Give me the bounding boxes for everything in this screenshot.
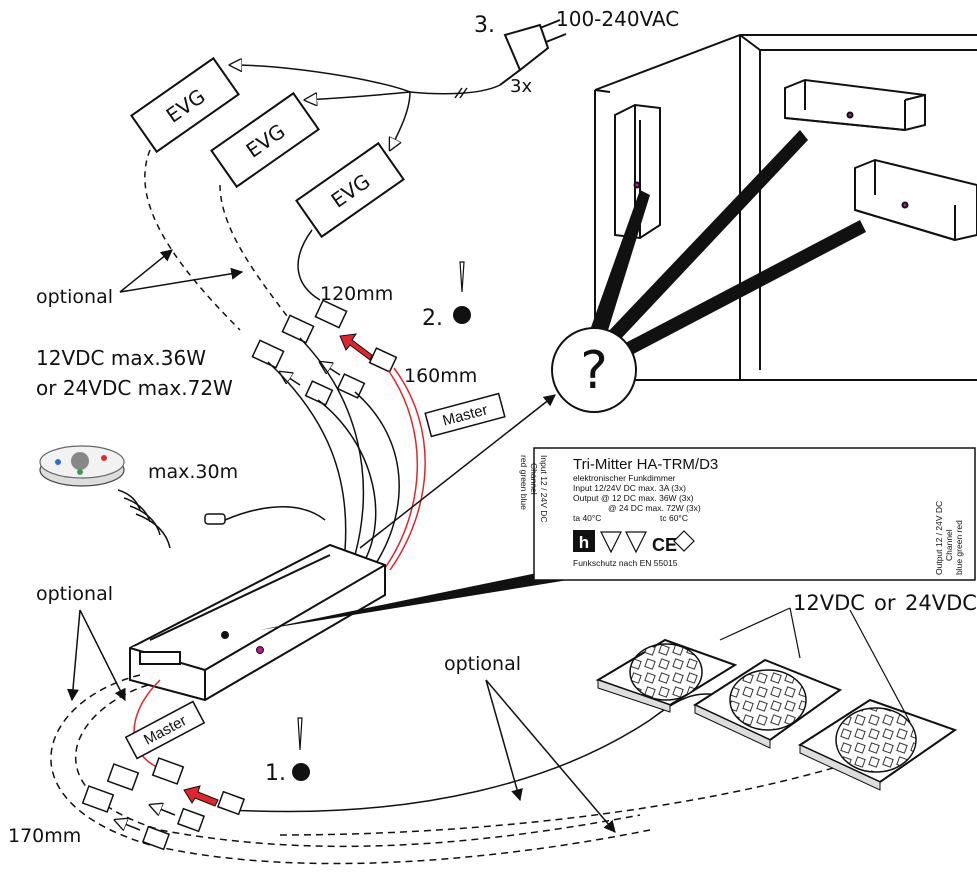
mm-mark-icon-1 (600, 531, 622, 554)
cabinet-illustration (594, 34, 977, 381)
range-label: max.30m (148, 461, 238, 483)
brand-logo-icon (573, 530, 595, 552)
psu-spec-24v: or 24VDC max.72W (36, 376, 233, 400)
mm-mark-icon-2 (625, 531, 647, 554)
ce-mark: CE (652, 535, 677, 555)
evg-box-2: EVG (210, 91, 320, 189)
plate-output-2: @ 24 DC max. 72W (3x) (608, 503, 701, 513)
attention-icon-top (453, 261, 471, 324)
question-bubble (551, 327, 637, 413)
red-arrow-bottom (183, 785, 219, 807)
plate-left-channel: Channel (529, 463, 539, 495)
plate-right-channel: Channel (944, 529, 954, 561)
plate-output-1: Output @ 12 DC max. 36W (3x) (573, 493, 694, 503)
brand-logo-text: h (579, 533, 589, 552)
plate-right-side: Output 12 / 24V DC (934, 501, 944, 575)
attention-icon-bottom (292, 717, 310, 781)
psu-spec-12v: 12VDC max.36W (36, 346, 206, 370)
evg-output-wires (144, 149, 321, 331)
master-tag-bottom: Master (124, 700, 206, 760)
led-spot-3 (797, 698, 958, 791)
mains-wiring (230, 65, 501, 150)
step-2-number: 2. (422, 306, 443, 331)
plate-pointer (260, 560, 605, 630)
led-leader-lines (719, 607, 911, 723)
connector-arrows-top (280, 362, 341, 386)
master-tag-top: Master (424, 392, 506, 438)
dimmer-unit (129, 543, 386, 702)
led-voltage-or: or (874, 591, 896, 615)
plate-title: Tri-Mitter HA-TRM/D3 (573, 456, 718, 473)
driver-in-cabinet-top (784, 78, 926, 132)
input-cables (267, 337, 426, 571)
bubble-pointer (359, 394, 556, 549)
optional-arrows-top (119, 249, 244, 293)
led-voltage-12: 12VDC (793, 591, 865, 615)
count-label: 3x (510, 76, 532, 97)
plate-left-side: Input 12 / 24V DC (539, 455, 549, 523)
optional-label-top: optional (36, 286, 113, 308)
mains-plug (499, 19, 567, 86)
question-mark: ? (580, 341, 608, 401)
plate-ta: ta 40°C (573, 513, 601, 523)
plate-right-colors: blue green red (954, 520, 964, 575)
led-spot-1 (595, 638, 738, 713)
connector-cluster-top (251, 299, 398, 406)
remote-control (39, 445, 125, 487)
led-voltage-24: 24VDC (905, 591, 977, 615)
mounting-rays (590, 130, 866, 362)
length-160mm: 160mm (404, 365, 477, 387)
length-120mm: 120mm (320, 283, 393, 305)
length-170mm: 170mm (8, 825, 81, 847)
led-spot-2 (692, 658, 843, 749)
class-iii-icon (673, 530, 695, 552)
plate-tc: tc 60°C (660, 513, 688, 523)
optional-label-bottom: optional (444, 653, 521, 675)
plate-left-colors: red green blue (519, 455, 529, 510)
step-3-number: 3. (474, 13, 495, 38)
plate-subtitle: elektronischer Funkdimmer (573, 473, 676, 483)
red-arrow-top (339, 333, 373, 361)
plate-input: Input 12/24V DC max. 3A (3x) (573, 483, 686, 493)
driver-vertical (614, 103, 661, 240)
plate-footer: Funkschutz nach EN 55015 (573, 558, 678, 568)
signal-waves (117, 489, 171, 549)
optional-arrows-bottom (485, 679, 616, 833)
type-plate: Tri-Mitter HA-TRM/D3 elektronischer Funk… (519, 447, 976, 581)
connector-cluster-bottom (81, 757, 246, 851)
optional-label-left: optional (36, 583, 113, 605)
step-1-number: 1. (265, 761, 286, 786)
optional-arrows-left (66, 609, 126, 702)
evg-box-1: EVG (130, 56, 240, 154)
driver-in-cabinet-right (854, 158, 977, 242)
evg-box-3: EVG (295, 141, 405, 239)
voltage-label: 100-240VAC (556, 7, 679, 31)
connector-arrows-bottom (115, 805, 176, 830)
antenna-wire (204, 506, 326, 525)
